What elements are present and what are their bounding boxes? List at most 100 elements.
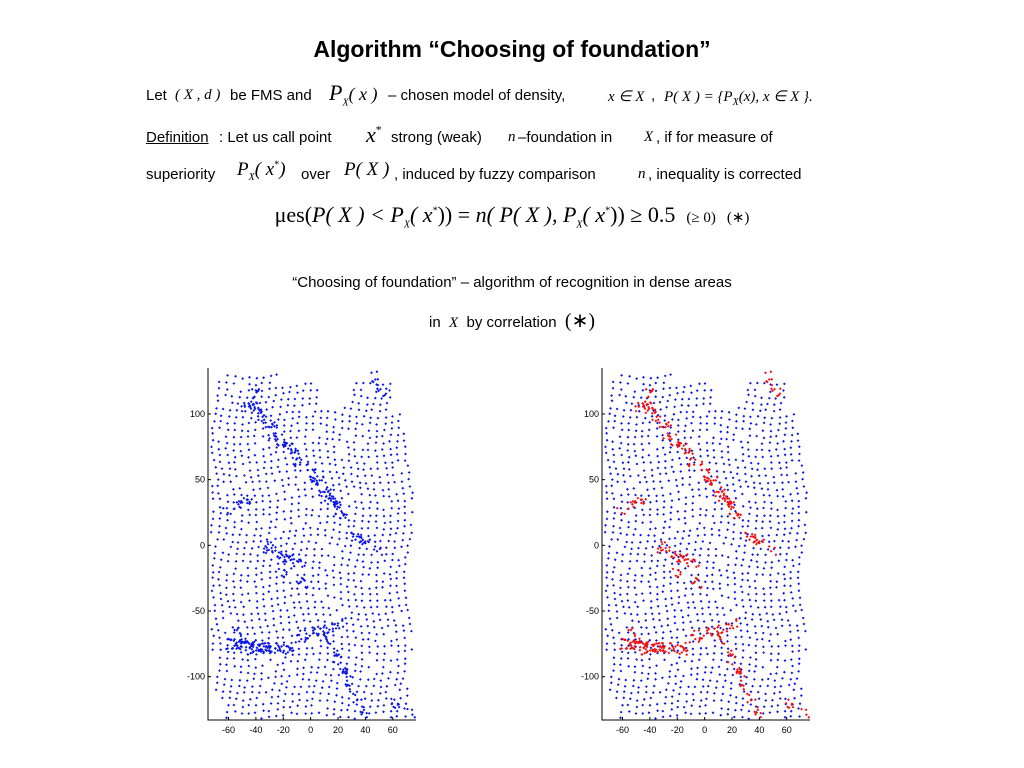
point [239,435,243,439]
point [302,672,305,676]
point [681,621,685,624]
point-foundation [709,481,713,485]
point [721,606,725,610]
point [284,652,288,656]
point [691,429,695,433]
math-x: X [644,129,654,145]
point-foundation [694,565,698,569]
point [345,629,349,632]
point [354,434,358,438]
point [710,618,714,622]
point [251,480,254,484]
point [276,596,279,600]
point-foundation [668,545,671,549]
point [608,465,612,469]
point [660,486,664,490]
point [345,585,349,588]
point [312,469,315,472]
point [257,387,261,391]
point [648,638,652,642]
point-foundation [735,625,739,629]
point [281,661,285,665]
point [744,472,747,476]
point [332,667,335,671]
point [258,684,262,688]
point [713,692,716,695]
point [240,519,244,523]
point-foundation [632,505,635,509]
point-foundation [629,628,633,632]
point [655,564,659,568]
point [735,413,738,417]
point [262,559,266,563]
point [393,683,397,687]
point [676,450,680,454]
point [375,658,379,662]
point [378,409,382,413]
point [789,492,792,496]
point [384,697,388,700]
point [763,416,767,420]
point [722,470,726,474]
point [408,622,412,626]
point [384,416,388,419]
point [777,652,780,656]
point [290,521,293,525]
point [779,684,783,688]
point-foundation [634,409,638,413]
point [220,467,224,470]
point [795,486,799,490]
point [287,615,291,619]
point [361,507,365,511]
point [388,396,392,399]
point-foundation [773,546,777,550]
point [335,687,339,690]
point-foundation [732,506,735,509]
point [706,560,709,564]
point [622,473,625,477]
point [646,540,649,543]
point [382,442,385,445]
point [403,589,407,593]
point [749,506,752,509]
point [715,680,719,683]
point [633,579,637,582]
point [679,470,683,473]
point [741,572,744,576]
point [295,580,299,584]
point [317,493,321,497]
point-foundation [705,476,709,480]
point [239,579,243,582]
point [762,705,766,709]
point [626,382,630,385]
point [778,546,782,550]
point [238,678,242,682]
point-foundation [676,575,680,578]
point [719,437,723,441]
point [331,497,335,500]
point [225,506,229,510]
point [402,629,406,632]
point [720,507,724,511]
point [711,514,715,518]
point [608,412,612,416]
point [333,410,337,414]
point [655,494,658,498]
point [670,649,674,652]
point [771,613,775,616]
point [234,697,238,701]
point [740,492,744,496]
point [650,474,654,478]
point [355,558,359,562]
point [316,633,320,637]
point [772,409,776,413]
point [261,702,265,706]
point [626,449,630,452]
point [612,584,615,587]
point [634,493,637,497]
point [281,443,285,447]
point [381,672,384,675]
point [234,374,237,378]
point [217,447,221,451]
point [323,665,327,669]
